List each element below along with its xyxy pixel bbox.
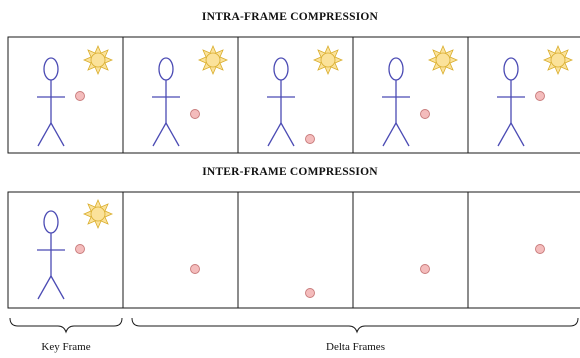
ball-icon [535,244,545,254]
key-frame-brace [9,317,123,334]
stick-figure-icon [381,57,411,147]
delta-frame-1 [190,264,200,274]
stick-figure-icon [266,57,296,147]
stick-figure-icon [36,57,66,147]
intra-frame-title: INTRA-FRAME COMPRESSION [201,11,379,23]
sun-icon [428,45,458,75]
intra-frame-4 [381,45,458,147]
ball-icon [75,244,85,254]
delta-frames-label: Delta Frames [326,341,385,353]
inter-frame-row [7,191,580,309]
sun-icon [543,45,573,75]
stick-figure-icon [496,57,526,147]
sun-icon [83,199,113,229]
stick-figure-icon [36,210,66,300]
intra-frame-row [7,36,580,154]
stick-figure-icon [151,57,181,147]
inter-frame-strip [7,191,580,309]
sun-icon [313,45,343,75]
ball-icon [420,264,430,274]
key-frame-label: Key Frame [41,341,91,353]
delta-frame-4 [535,244,545,254]
intra-frame-3 [266,45,343,147]
delta-frame-3 [420,264,430,274]
intra-frame-1 [36,45,113,147]
intra-frame-2 [151,45,228,147]
sun-icon [83,45,113,75]
ball-icon [190,264,200,274]
ball-icon [75,91,85,101]
ball-icon [305,134,315,144]
inter-frame-title: INTER-FRAME COMPRESSION [202,166,378,178]
ball-icon [305,288,315,298]
delta-frame-2 [305,288,315,298]
key-frame [36,199,113,300]
ball-icon [190,109,200,119]
delta-frames-brace [131,317,579,334]
ball-icon [420,109,430,119]
intra-frame-strip [7,36,580,154]
ball-icon [535,91,545,101]
sun-icon [198,45,228,75]
intra-frame-5 [496,45,573,147]
